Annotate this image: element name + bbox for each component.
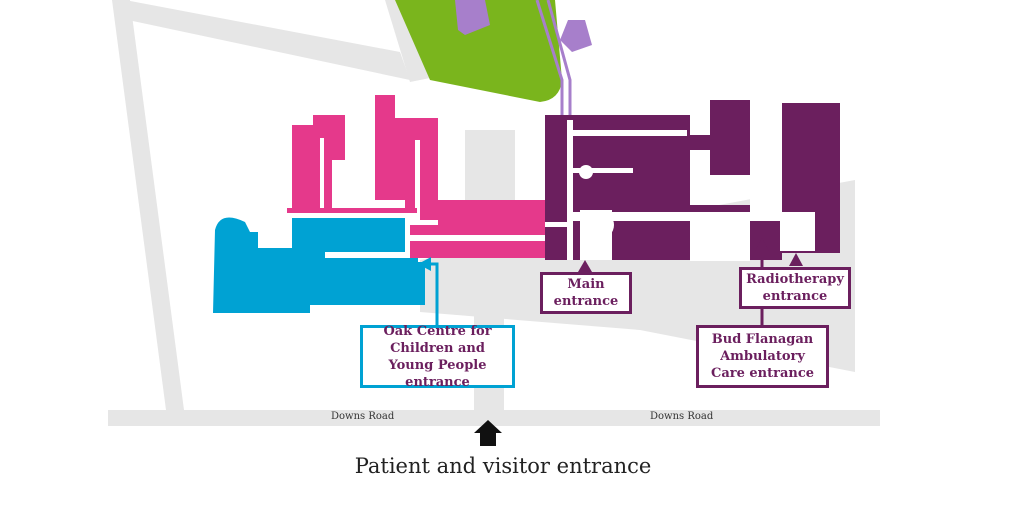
downs-road [108, 410, 880, 426]
green-building [395, 0, 562, 102]
patient-entrance-label: Patient and visitor entrance [354, 454, 652, 478]
access-road [385, 0, 430, 82]
pink-buildings [287, 95, 545, 258]
top-road [125, 0, 410, 80]
corridors [410, 120, 815, 261]
up-arrow-icon [474, 420, 502, 446]
oak-centre-entrance-label: Oak Centre for Children and Young People… [360, 324, 515, 390]
side-road [112, 0, 184, 410]
road-label-right: Downs Road [650, 411, 714, 422]
radiotherapy-entrance-label: Radiotherapy entrance [739, 267, 851, 309]
main-entrance-label: Main entrance [540, 272, 632, 314]
lavender-path [535, 0, 572, 120]
grey-building [465, 130, 515, 200]
road-label-left: Downs Road [331, 411, 395, 422]
lavender-buildings [455, 0, 592, 52]
bud-flanagan-entrance-label: Bud Flanagan Ambulatory Care entrance [696, 325, 829, 388]
blue-building [213, 217, 425, 313]
